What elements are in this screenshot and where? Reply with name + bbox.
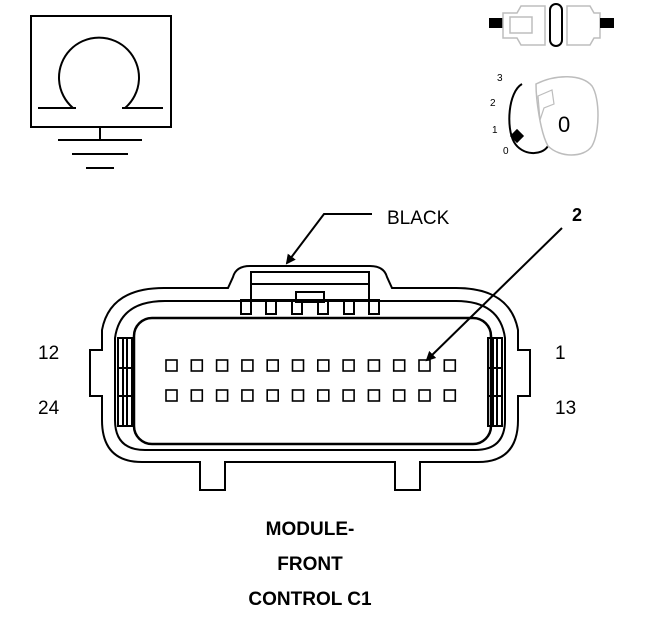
pin-cavity (342, 359, 355, 372)
pin-cavity (291, 389, 305, 402)
pin-cavity (367, 359, 381, 372)
pin-cavity (316, 389, 330, 402)
pin-cavity (165, 359, 178, 372)
caption-line-1: MODULE- (265, 519, 355, 540)
caption-line-2: FRONT (277, 554, 343, 575)
pin-cavity (266, 389, 280, 402)
pin-cavity (291, 359, 305, 372)
ignition-position-2: 2 (490, 98, 496, 109)
pin-cavity (342, 389, 355, 402)
connector-color-label: BLACK (387, 208, 450, 229)
pin-cavity (443, 389, 457, 402)
color-label-leader (285, 213, 372, 265)
caption-line-3: CONTROL C1 (248, 589, 372, 610)
ohmmeter-ground-icon (30, 15, 172, 169)
connector-housing (89, 265, 531, 491)
pin-cavity (418, 389, 431, 402)
pin-cavity (165, 389, 178, 402)
pin-label-top-right: 1 (555, 343, 566, 364)
ignition-switch-off-icon: 3 2 1 0 0 (490, 73, 599, 157)
pin-cavity (392, 359, 406, 372)
connector-pin-grid (165, 359, 457, 402)
pin-cavity (190, 389, 204, 402)
ignition-position-0: 0 (503, 146, 509, 157)
ignition-position-3: 3 (497, 73, 503, 84)
pin-cavity (367, 389, 381, 402)
pin-callout-arrow (425, 227, 563, 362)
pin-cavity (392, 389, 406, 402)
pin-cavity (190, 359, 204, 372)
pin-label-bottom-right: 13 (555, 398, 576, 419)
pin-cavity (443, 359, 457, 372)
pin-cavity (266, 359, 280, 372)
pin-cavity (215, 359, 229, 372)
leader-lines (285, 213, 563, 362)
pin-cavity (241, 359, 254, 372)
ignition-position-1: 1 (492, 125, 498, 136)
pin-cavity (241, 389, 254, 402)
pin-callout-label: 2 (572, 205, 582, 225)
pin-cavity (418, 359, 431, 372)
ignition-key-label: 0 (558, 112, 570, 137)
pin-label-top-left: 12 (38, 343, 59, 364)
pin-cavity (316, 359, 330, 372)
pin-cavity (215, 389, 229, 402)
pin-label-bottom-left: 24 (38, 398, 60, 419)
connector-disconnect-icon (489, 3, 614, 47)
